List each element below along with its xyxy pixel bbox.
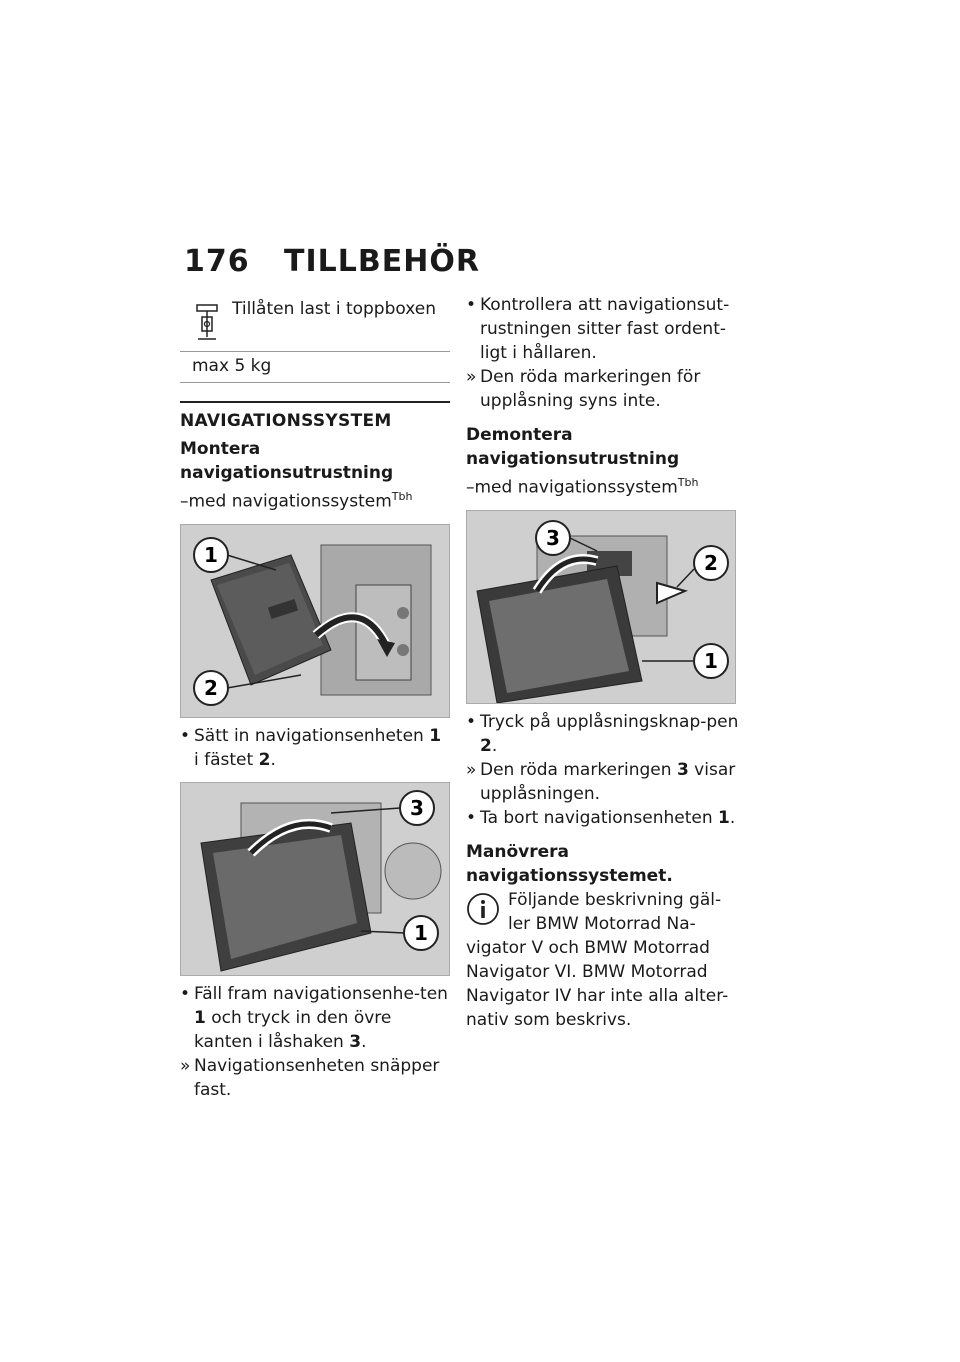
step-text: .: [491, 735, 498, 756]
result-marker: »: [180, 1055, 191, 1076]
ref-number: 1: [718, 807, 730, 828]
result-text: Navigationsenheten snäpper fast.: [194, 1055, 440, 1100]
demount-title: Demontera navigationsutrustning: [466, 425, 680, 469]
step-text: Ta bort navigationsenheten: [480, 807, 719, 828]
demount-illustration: 3 2 1: [467, 510, 735, 703]
step-item: •Kontrollera att navigationsut-rustninge…: [466, 293, 741, 365]
topcase-load-icon: [196, 304, 218, 340]
step-item: •Tryck på upplåsningsknap-pen 2.: [466, 710, 741, 758]
figure-demount: 3 2 1: [466, 509, 736, 704]
right-column: •Kontrollera att navigationsut-rustninge…: [466, 293, 741, 1032]
figure-mount-lock: 3 1: [180, 781, 450, 976]
result-item: »Den röda markeringen 3 visar upplåsning…: [466, 758, 741, 806]
page-number: 176: [184, 244, 250, 279]
ref-number: 1: [194, 1007, 206, 1028]
info-text: Följande beskrivning gäl-ler BMW Motorra…: [466, 889, 729, 1030]
result-item: »Den röda markeringen för upplåsning syn…: [466, 365, 741, 413]
step-text: Sätt in navigationsenheten: [194, 725, 430, 746]
mount-title: Montera navigationsutrustning: [180, 439, 394, 483]
mount-steps-b: •Fäll fram navigationsenhe-ten 1 och try…: [180, 982, 450, 1102]
section-title: NAVIGATIONSSYSTEM: [180, 401, 450, 431]
fig1-label-2: 2: [204, 676, 218, 700]
demount-condition: –med navigationssystemTbh: [466, 471, 741, 500]
step-item: •Ta bort navigationsenheten 1.: [466, 806, 741, 830]
fig2-label-1: 1: [414, 921, 428, 945]
result-text: visar upplåsningen.: [480, 759, 736, 804]
condition-text: –med navigationssystem: [466, 477, 678, 498]
info-icon: [467, 892, 499, 925]
mount-lock-illustration: 3 1: [181, 782, 449, 975]
spec-title: Tillåten last i toppboxen: [232, 299, 437, 319]
spec-table: Tillåten last i toppboxen max 5 kg: [180, 293, 450, 383]
result-marker: »: [466, 367, 477, 387]
demount-steps: •Tryck på upplåsningsknap-pen 2. »Den rö…: [466, 710, 741, 830]
step-text: .: [729, 807, 736, 828]
bullet-marker: •: [180, 983, 191, 1004]
result-text: Den röda markeringen: [480, 759, 677, 780]
operate-title: Manövrera navigationssystemet.: [466, 841, 673, 886]
ref-number: 1: [429, 725, 442, 746]
mount-condition: –med navigationssystemTbh: [180, 485, 450, 514]
chapter-title: TILLBEHÖR: [284, 244, 480, 279]
bullet-marker: •: [466, 807, 477, 828]
result-item: »Navigationsenheten snäpper fast.: [180, 1054, 450, 1102]
ref-number: 3: [349, 1031, 362, 1052]
condition-sup: Tbh: [391, 490, 413, 503]
step-text: Tryck på upplåsningsknap-pen: [480, 711, 739, 732]
figure-mount-insert: 1 2: [180, 523, 450, 718]
fig3-label-3: 3: [546, 526, 560, 550]
step-text: i fästet: [194, 749, 259, 770]
step-text: och tryck in den övre kanten i låshaken: [194, 1007, 392, 1052]
fig1-label-1: 1: [204, 543, 218, 567]
condition-text: –med navigationssystem: [180, 491, 392, 512]
result-text: Den röda markeringen för upplåsning syns…: [480, 367, 701, 411]
ref-number: 2: [480, 735, 492, 756]
step-text: .: [361, 1031, 367, 1052]
mount-steps-a: •Sätt in navigationsenheten 1 i fästet 2…: [180, 724, 450, 772]
mount-insert-illustration: 1 2: [181, 524, 449, 717]
step-text: .: [270, 749, 276, 770]
spec-header-row: Tillåten last i toppboxen: [180, 293, 450, 352]
step-text: Kontrollera att navigationsut-rustningen…: [480, 295, 730, 363]
fig3-label-2: 2: [704, 551, 718, 575]
info-note: Följande beskrivning gäl-ler BMW Motorra…: [466, 888, 741, 1032]
result-marker: »: [466, 759, 477, 780]
bullet-marker: •: [180, 725, 191, 746]
bullet-marker: •: [466, 711, 477, 732]
step-text: Fäll fram navigationsenhe-ten: [194, 983, 448, 1004]
left-column: Tillåten last i toppboxen max 5 kg NAVIG…: [180, 293, 450, 1112]
ref-number: 2: [258, 749, 271, 770]
condition-sup: Tbh: [677, 476, 699, 489]
mount-steps-c: •Kontrollera att navigationsut-rustninge…: [466, 293, 741, 413]
spec-value: max 5 kg: [192, 356, 272, 376]
fig3-label-1: 1: [704, 649, 718, 673]
step-item: •Fäll fram navigationsenhe-ten 1 och try…: [180, 982, 450, 1054]
bullet-marker: •: [466, 295, 477, 315]
fig2-label-3: 3: [410, 796, 424, 820]
ref-number: 3: [676, 759, 689, 780]
step-item: •Sätt in navigationsenheten 1 i fästet 2…: [180, 724, 450, 772]
